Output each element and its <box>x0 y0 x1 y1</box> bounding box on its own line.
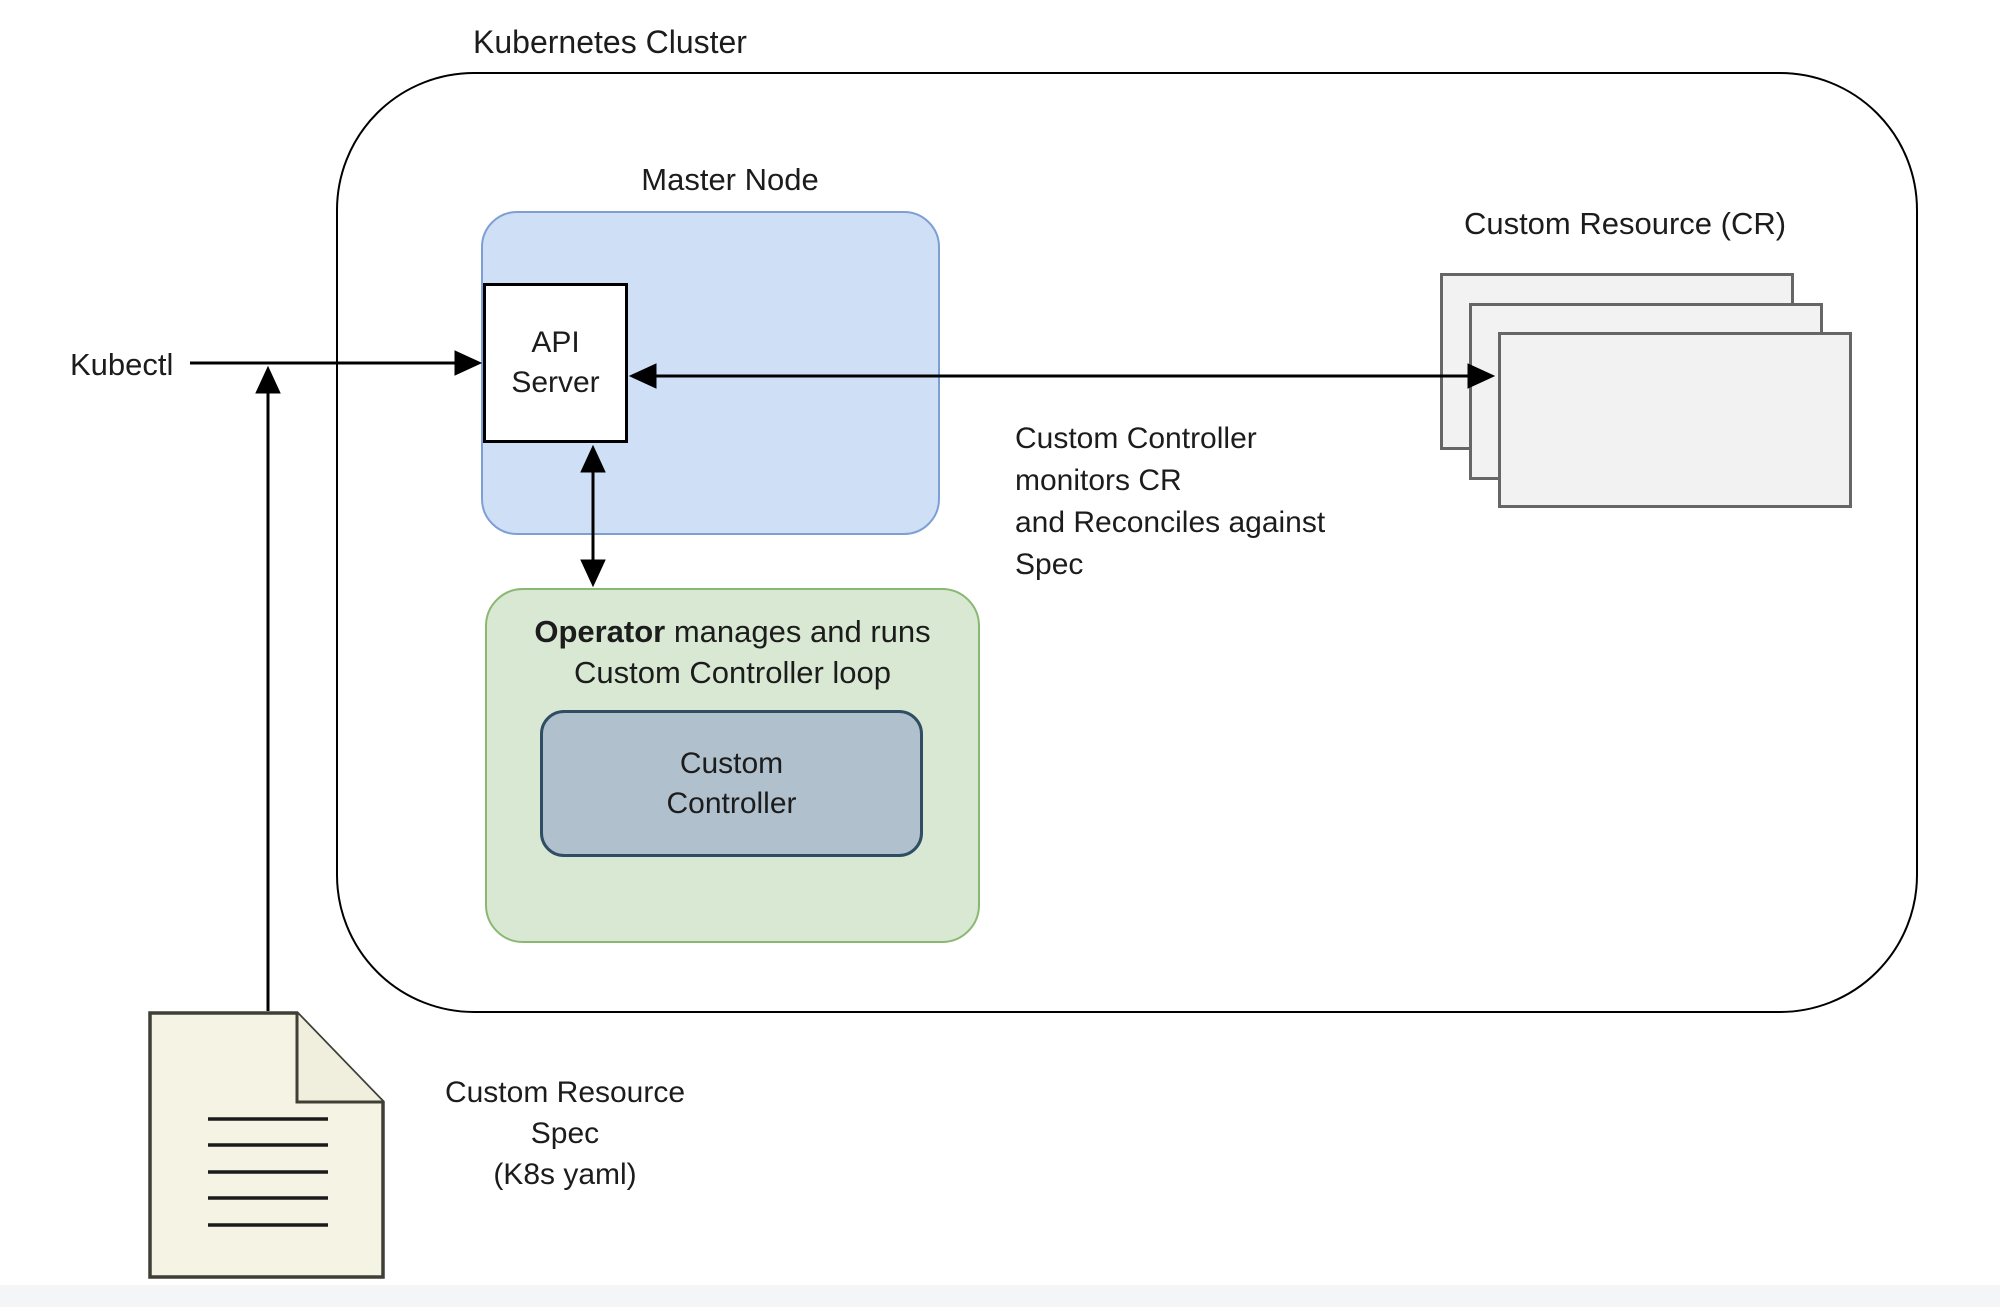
spec-document-label: Custom Resource Spec (K8s yaml) <box>420 1072 710 1195</box>
custom-controller-box: Custom Controller <box>540 710 923 857</box>
kubernetes-cluster-title: Kubernetes Cluster <box>473 24 747 60</box>
master-node-label: Master Node <box>641 162 819 197</box>
page-bottom-strip <box>0 1285 2000 1307</box>
spec-label-line: Spec <box>530 1117 600 1150</box>
custom-controller-label: Custom Controller <box>666 746 797 820</box>
monitor-note-line: monitors CR <box>1015 464 1182 497</box>
kubectl-label: Kubectl <box>70 347 174 382</box>
operator-caption-rest: manages and runs <box>665 614 931 649</box>
operator-caption-line2: Custom Controller loop <box>573 655 892 690</box>
document-icon <box>148 1011 385 1279</box>
cr-card <box>1498 332 1852 508</box>
spec-label-line: (K8s yaml) <box>493 1158 637 1191</box>
kubernetes-cluster-boundary <box>336 72 1918 1013</box>
monitor-note: Custom Controller monitors CR and Reconc… <box>1015 418 1325 586</box>
monitor-note-line: Spec <box>1015 548 1084 581</box>
spec-label-line: Custom Resource <box>444 1076 686 1109</box>
spec-to-kubectl-arrow <box>255 365 281 1011</box>
monitor-note-line: and Reconciles against <box>1015 506 1326 539</box>
custom-resource-label: Custom Resource (CR) <box>1463 206 1787 241</box>
api-server-label: API Server <box>511 326 600 399</box>
api-server-box: API Server <box>483 283 628 443</box>
operator-caption-bold: Operator <box>534 614 666 649</box>
operator-caption-line1: Operator manages and runs <box>487 611 978 652</box>
monitor-note-line: Custom Controller <box>1015 422 1257 455</box>
